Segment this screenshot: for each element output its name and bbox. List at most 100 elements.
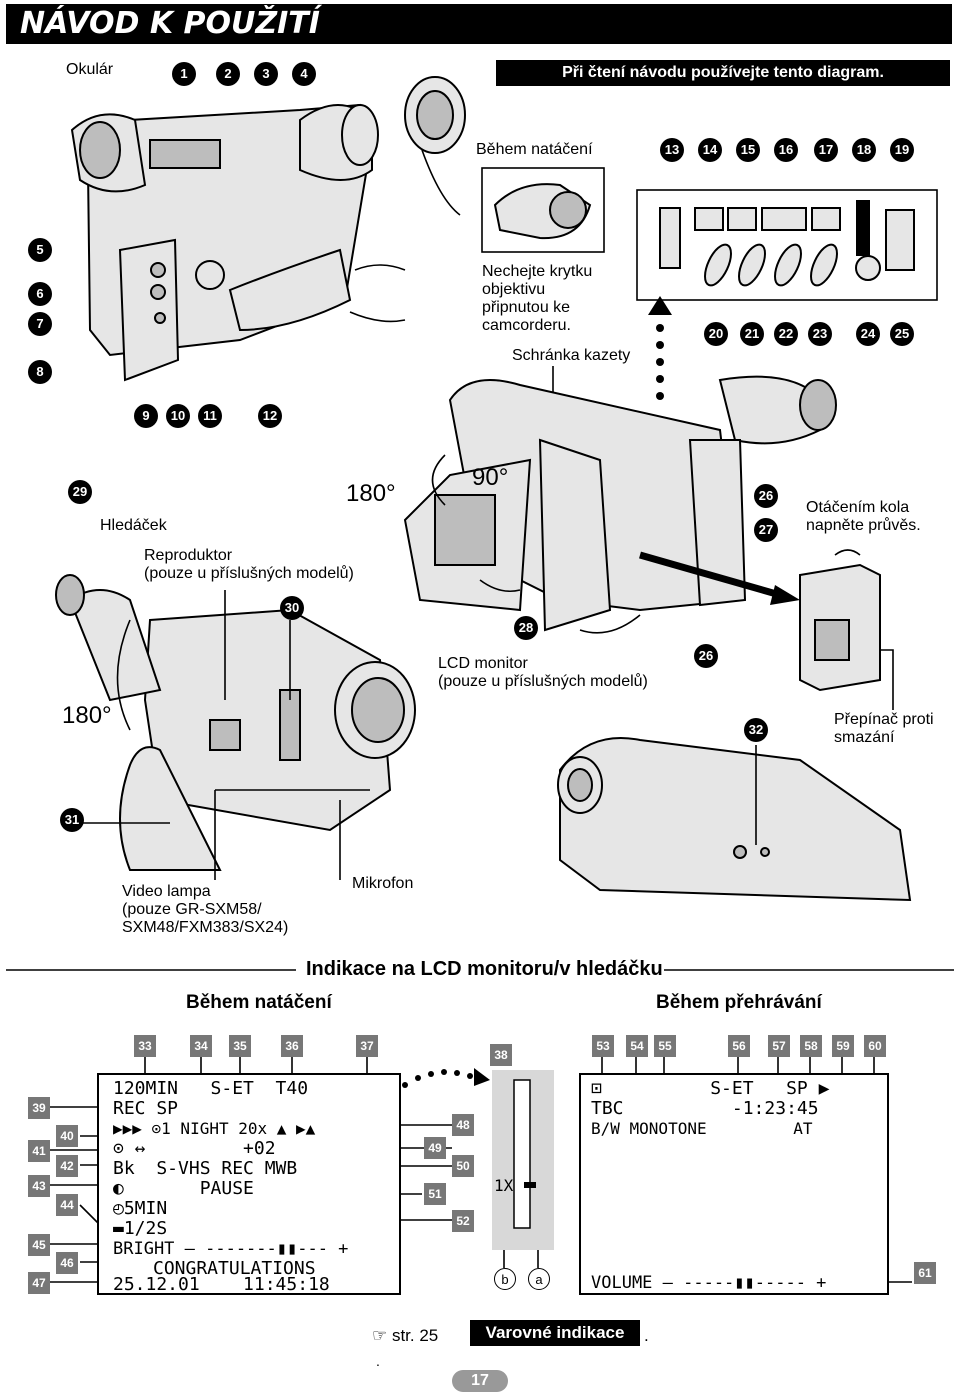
label-prepinac-2: smazání bbox=[834, 729, 895, 746]
num-34: 34 bbox=[190, 1035, 212, 1057]
num-37: 37 bbox=[356, 1035, 378, 1057]
label-nechejte-3: připnutou ke bbox=[482, 299, 571, 316]
num-40: 40 bbox=[56, 1125, 78, 1147]
recording-screen: 120MIN S-ET T40 REC SP ▶▶▶ ⊙1 NIGHT 20x … bbox=[97, 1073, 401, 1295]
page-number: 17 bbox=[452, 1370, 508, 1392]
label-nechejte-1: Nechejte krytku bbox=[482, 263, 593, 280]
num-59: 59 bbox=[832, 1035, 854, 1057]
play-line-2: TBC -1:23:45 bbox=[591, 1098, 819, 1119]
callout-19: 19 bbox=[890, 138, 914, 162]
zoom-letter-b: b bbox=[494, 1268, 516, 1290]
callout-1: 1 bbox=[172, 62, 196, 86]
label-prepinac-1: Přepínač proti bbox=[834, 711, 934, 728]
warning-indications-link[interactable]: Varovné indikace bbox=[470, 1320, 640, 1346]
label-nechejte-4: camcorderu. bbox=[482, 317, 571, 334]
callout-26: 26 bbox=[754, 484, 778, 508]
rec-line-10: CONGRATULATIONS bbox=[153, 1258, 316, 1279]
num-58: 58 bbox=[800, 1035, 822, 1057]
indicators-title: Indikace na LCD monitoru/v hledáčku bbox=[306, 958, 663, 980]
num-33: 33 bbox=[134, 1035, 156, 1057]
lens-cap-drawing bbox=[404, 76, 466, 216]
callout-10: 10 bbox=[166, 404, 190, 428]
rec-line-11: 25.12.01 11:45:18 bbox=[113, 1274, 330, 1295]
callout-28: 28 bbox=[514, 616, 538, 640]
callout-2: 2 bbox=[216, 62, 240, 86]
label-mikrofon: Mikrofon bbox=[352, 875, 414, 892]
cassette-drawing bbox=[799, 549, 894, 710]
control-panel bbox=[636, 189, 938, 301]
callout-9: 9 bbox=[134, 404, 158, 428]
label-lcd-1: LCD monitor bbox=[438, 655, 528, 672]
num-54: 54 bbox=[626, 1035, 648, 1057]
num-55: 55 bbox=[654, 1035, 676, 1057]
num-61: 61 bbox=[914, 1262, 936, 1284]
rec-line-8: ▬1/2S bbox=[113, 1218, 168, 1239]
num-35: 35 bbox=[229, 1035, 251, 1057]
num-36: 36 bbox=[281, 1035, 303, 1057]
num-46: 46 bbox=[56, 1252, 78, 1274]
callout-31: 31 bbox=[60, 808, 84, 832]
num-60: 60 bbox=[864, 1035, 886, 1057]
callout-17: 17 bbox=[814, 138, 838, 162]
diagram-banner: Při čtení návodu používejte tento diagra… bbox=[496, 60, 950, 86]
footer-dot: . bbox=[644, 1326, 649, 1345]
callout-14: 14 bbox=[698, 138, 722, 162]
num-43: 43 bbox=[28, 1175, 50, 1197]
callout-6: 6 bbox=[28, 282, 52, 306]
camcorder-front-drawing bbox=[55, 574, 416, 880]
callout-26b: 26 bbox=[694, 644, 718, 668]
zoom-letter-a: a bbox=[528, 1268, 550, 1290]
camcorder-back-drawing bbox=[557, 737, 912, 902]
rec-line-3: ▶▶▶ ⊙1 NIGHT 20x ▲ ▶▲ bbox=[113, 1119, 316, 1138]
callout-13: 13 bbox=[660, 138, 684, 162]
num-47: 47 bbox=[28, 1272, 50, 1294]
rec-line-5: Bk S-VHS REC MWB bbox=[113, 1158, 298, 1179]
label-video-1: Video lampa bbox=[122, 883, 211, 900]
label-lcd-2: (pouze u příslušných modelů) bbox=[438, 673, 648, 690]
callout-5: 5 bbox=[28, 238, 52, 262]
num-44: 44 bbox=[56, 1194, 78, 1216]
play-line-4: VOLUME – -----▮▮----- + bbox=[591, 1273, 827, 1293]
rec-line-4: ⊙ ↔ +02 bbox=[113, 1138, 276, 1159]
footer-dot-2: . bbox=[376, 1353, 380, 1369]
label-video-3: SXM48/FXM383/SX24) bbox=[122, 919, 289, 936]
label-nechejte-2: objektivu bbox=[482, 281, 546, 298]
num-41: 41 bbox=[28, 1140, 50, 1162]
num-53: 53 bbox=[592, 1035, 614, 1057]
callout-22: 22 bbox=[774, 322, 798, 346]
callout-15: 15 bbox=[736, 138, 760, 162]
footer-ref: ☞ str. 25 bbox=[372, 1326, 439, 1345]
label-otacenim-1: Otáčením kola bbox=[806, 499, 910, 516]
label-180-b: 180° bbox=[62, 702, 112, 729]
rec-line-6: ◐ PAUSE bbox=[113, 1178, 254, 1199]
play-line-3: B/W MONOTONE AT bbox=[591, 1119, 813, 1138]
label-90: 90° bbox=[472, 464, 509, 491]
callout-30: 30 bbox=[280, 596, 304, 620]
zoom-label: 1X bbox=[494, 1176, 514, 1195]
play-line-1: ⊡ S-ET SP ▶ bbox=[591, 1078, 830, 1099]
label-reproduktor-1: Reproduktor bbox=[144, 547, 233, 564]
callout-8: 8 bbox=[28, 360, 52, 384]
label-okular: Okulár bbox=[66, 61, 114, 78]
callout-3: 3 bbox=[254, 62, 278, 86]
callout-29: 29 bbox=[68, 480, 92, 504]
callout-20: 20 bbox=[704, 322, 728, 346]
num-39: 39 bbox=[28, 1097, 50, 1119]
callout-21: 21 bbox=[740, 322, 764, 346]
num-51: 51 bbox=[424, 1183, 446, 1205]
playback-screen: ⊡ S-ET SP ▶ TBC -1:23:45 B/W MONOTONE AT… bbox=[579, 1073, 889, 1295]
callout-4: 4 bbox=[292, 62, 316, 86]
callout-12: 12 bbox=[258, 404, 282, 428]
callout-24: 24 bbox=[856, 322, 880, 346]
camcorder-side-drawing bbox=[70, 103, 406, 382]
callout-16: 16 bbox=[774, 138, 798, 162]
num-48: 48 bbox=[452, 1114, 474, 1136]
play-title: Během přehrávání bbox=[656, 992, 822, 1013]
label-reproduktor-2: (pouze u příslušných modelů) bbox=[144, 565, 354, 582]
label-hledacek: Hledáček bbox=[100, 517, 167, 534]
callout-11: 11 bbox=[198, 404, 222, 428]
callout-25: 25 bbox=[890, 322, 914, 346]
num-56: 56 bbox=[728, 1035, 750, 1057]
rec-title: Během natáčení bbox=[186, 992, 332, 1013]
